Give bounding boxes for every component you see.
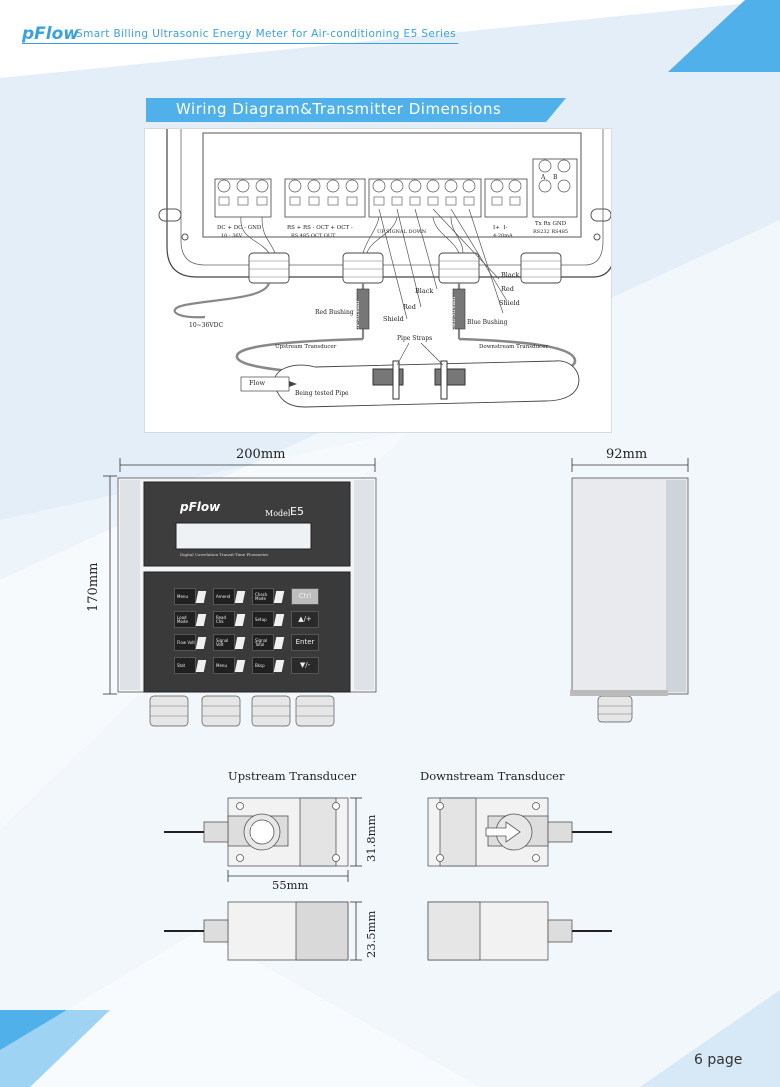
downstream-transducer-title: Downstream Transducer bbox=[420, 769, 565, 783]
flow-label: Flow bbox=[249, 379, 266, 387]
keypad-key[interactable]: Bksp bbox=[252, 657, 274, 674]
keypad-key[interactable]: Menu bbox=[174, 588, 196, 605]
device-model: E5 bbox=[290, 505, 304, 518]
keypad-key[interactable]: Stat bbox=[174, 657, 196, 674]
keypad-key[interactable]: Flow Volt bbox=[174, 634, 196, 651]
wiring-drawing bbox=[158, 129, 611, 408]
keypad-key[interactable]: Read Chk bbox=[213, 611, 235, 628]
keypad-key[interactable]: Menu bbox=[213, 657, 235, 674]
keypad-key[interactable]: Setup bbox=[252, 611, 274, 628]
brand-logo: pFlow bbox=[22, 24, 79, 44]
terminal-labels-ab: A B bbox=[541, 174, 558, 181]
terminal-sublabel-power: 10 - 36V bbox=[221, 233, 243, 239]
keypad-key[interactable]: Signal Volt bbox=[213, 634, 235, 651]
keypad-key[interactable]: ▼/- bbox=[291, 657, 319, 674]
keypad-key[interactable]: Signal Total bbox=[252, 634, 274, 651]
transducer-side-height-label: 23.5mm bbox=[364, 910, 378, 958]
page-number: 6 page bbox=[694, 1052, 743, 1068]
header-subtitle: Smart Billing Ultrasonic Energy Meter fo… bbox=[76, 28, 457, 40]
width-dimension-label: 200mm bbox=[236, 447, 286, 462]
device-model-label: Model bbox=[265, 509, 291, 518]
power-supply-label: 10~36VDC bbox=[189, 322, 224, 329]
section-banner bbox=[146, 98, 566, 122]
terminal-labels-serial: Tx Rx GND bbox=[535, 221, 567, 227]
upstream-transducer-label: Upstream Transducer bbox=[275, 344, 337, 350]
transducer-height-label: 31.8mm bbox=[364, 814, 378, 862]
red-bushing-label: Red Bushing bbox=[315, 309, 354, 316]
device-brand: pFlow bbox=[180, 500, 221, 514]
header-rule bbox=[22, 43, 458, 44]
keypad-key[interactable]: Enter bbox=[291, 634, 319, 651]
keypad-key[interactable]: Amend bbox=[213, 588, 235, 605]
keypad-key[interactable]: Check Mode bbox=[252, 588, 274, 605]
shield-wire-label-down: Shield bbox=[499, 299, 520, 307]
keypad-key[interactable]: Ctrl bbox=[291, 588, 319, 605]
terminal-labels-power: DC + DC - GND bbox=[217, 225, 262, 231]
keypad-key[interactable]: Load Mode bbox=[174, 611, 196, 628]
device-description: Digital Correlation Transit-Time Flowmet… bbox=[180, 552, 269, 557]
downstream-transducer-label: Downstream Transducer bbox=[479, 344, 549, 350]
blue-bushing-label: Blue Bushing bbox=[467, 319, 508, 326]
terminal-sublabel-rs-oct: RS 485 OCT OUT bbox=[291, 233, 336, 239]
wiring-diagram: DC + DC - GND 10 - 36V RS + RS - OCT + O… bbox=[144, 128, 612, 433]
black-wire-label-down: Black bbox=[501, 271, 520, 279]
terminal-sublabel-current: 4-20mA bbox=[493, 233, 513, 239]
section-title: Wiring Diagram&Transmitter Dimensions bbox=[176, 100, 502, 118]
terminal-labels-rs-oct: RS + RS - OCT + OCT - bbox=[287, 225, 353, 231]
black-wire-label-up: Black bbox=[415, 287, 434, 295]
depth-dimension-label: 92mm bbox=[606, 447, 648, 462]
terminal-labels-current: I+ I- bbox=[493, 225, 508, 231]
shield-wire-label-up: Shield bbox=[383, 315, 404, 323]
transducer-width-label: 55mm bbox=[272, 878, 309, 892]
upstream-transducer-title: Upstream Transducer bbox=[228, 769, 357, 783]
terminal-sublabel-serial: RS232 RS485 bbox=[533, 229, 569, 235]
terminal-sublabel-signal: UP SIGNAL DOWN bbox=[377, 229, 427, 235]
red-wire-label-down: Red bbox=[501, 285, 514, 293]
keypad-key[interactable]: ▲/+ bbox=[291, 611, 319, 628]
red-wire-label-up: Red bbox=[403, 303, 416, 311]
pipe-label: Being tested Pipe bbox=[295, 390, 349, 397]
pipe-straps-label: Pipe Straps bbox=[397, 335, 433, 342]
